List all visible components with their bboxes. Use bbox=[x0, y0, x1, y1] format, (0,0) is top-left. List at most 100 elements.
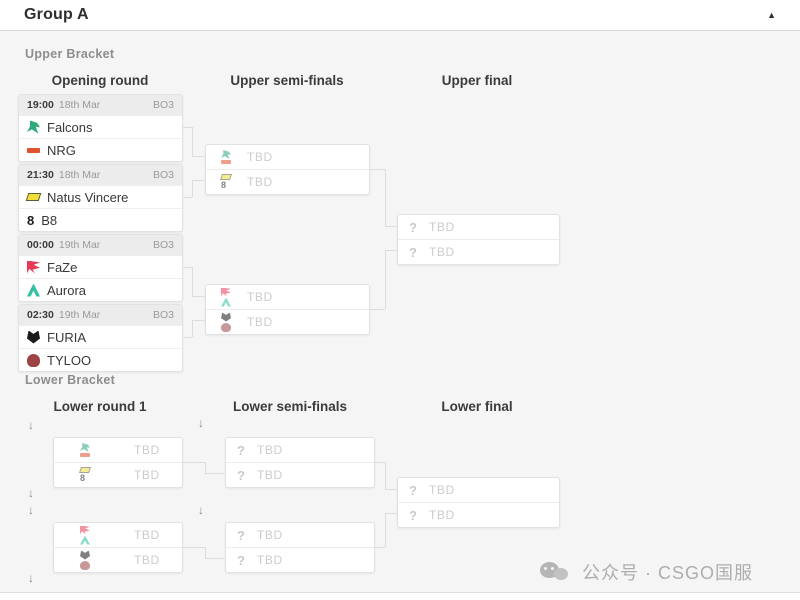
team-row: Aurora bbox=[19, 278, 182, 301]
candidate-icons bbox=[74, 443, 96, 457]
match-time: 19:00 bbox=[27, 99, 54, 111]
match-card-opening-1[interactable]: 19:00 18th Mar BO3 Falcons NRG bbox=[18, 94, 183, 162]
match-card-lower-semi-1[interactable]: ? TBD ? TBD bbox=[225, 437, 375, 488]
match-card-opening-2[interactable]: 21:30 18th Mar BO3 Natus Vincere 8 B8 bbox=[18, 164, 183, 232]
connector-line bbox=[375, 547, 385, 548]
falcons-logo bbox=[27, 120, 40, 134]
connector-line bbox=[385, 513, 386, 547]
match-date: 19th Mar bbox=[58, 309, 101, 321]
team-row: TYLOO bbox=[19, 348, 182, 371]
connector-line bbox=[192, 180, 205, 181]
connector-line bbox=[192, 320, 205, 321]
tbd-slot: 8 TBD bbox=[54, 462, 182, 487]
connector-line bbox=[192, 267, 193, 296]
team-row: 8 B8 bbox=[19, 208, 182, 231]
match-card-upper-semi-2[interactable]: TBD TBD bbox=[205, 284, 370, 335]
watermark: 公众号 · CSGO国服 bbox=[540, 559, 753, 585]
column-header-lower-round-1: Lower round 1 bbox=[53, 399, 147, 414]
candidate-icons: 8 bbox=[215, 174, 237, 190]
question-icon: ? bbox=[237, 527, 245, 543]
tbd-slot: TBD bbox=[206, 145, 369, 169]
match-card-lower-semi-2[interactable]: ? TBD ? TBD bbox=[225, 522, 375, 573]
b8-logo: 8 bbox=[27, 212, 35, 228]
match-time: 21:30 bbox=[27, 169, 54, 181]
watermark-text: 公众号 · CSGO国服 bbox=[582, 563, 754, 583]
tbd-label: TBD bbox=[429, 220, 455, 234]
tbd-label: TBD bbox=[134, 528, 160, 542]
drop-arrow-icon: ↓ bbox=[28, 503, 34, 517]
tbd-slot: TBD bbox=[54, 438, 182, 462]
connector-line bbox=[385, 226, 397, 227]
connector-line bbox=[183, 197, 192, 198]
connector-line bbox=[183, 462, 205, 463]
nrg-logo-faded bbox=[80, 453, 90, 457]
tbd-label: TBD bbox=[257, 468, 283, 482]
match-format: BO3 bbox=[152, 239, 174, 251]
match-card-opening-3[interactable]: 00:00 19th Mar BO3 FaZe Aurora bbox=[18, 234, 183, 302]
question-icon: ? bbox=[409, 244, 417, 260]
drop-arrow-icon: ↓ bbox=[198, 416, 204, 430]
match-format: BO3 bbox=[152, 99, 174, 111]
collapse-icon[interactable]: ▲ bbox=[767, 10, 776, 20]
tbd-slot: TBD bbox=[54, 547, 182, 572]
question-icon: ? bbox=[237, 552, 245, 568]
drop-arrow-icon: ↓ bbox=[198, 503, 204, 517]
tbd-label: TBD bbox=[247, 175, 273, 189]
team-name: Falcons bbox=[47, 119, 93, 135]
faze-logo bbox=[27, 260, 40, 274]
match-card-lower-round1-2[interactable]: TBD TBD bbox=[53, 522, 183, 573]
connector-line bbox=[192, 320, 193, 337]
connector-line bbox=[385, 169, 386, 226]
match-header: 00:00 19th Mar BO3 bbox=[19, 235, 182, 255]
wechat-icon bbox=[540, 560, 573, 584]
connector-line bbox=[183, 127, 192, 128]
natus-vincere-logo-faded bbox=[79, 467, 91, 473]
connector-line bbox=[370, 169, 385, 170]
drop-arrow-icon: ↓ bbox=[28, 486, 34, 500]
team-row: NRG bbox=[19, 138, 182, 161]
column-header-upper-semi-finals: Upper semi-finals bbox=[230, 73, 344, 88]
tbd-label: TBD bbox=[429, 508, 455, 522]
candidate-icons bbox=[215, 150, 237, 164]
team-name: TYLOO bbox=[47, 352, 92, 368]
tyloo-logo-faded bbox=[221, 322, 231, 332]
faze-logo-faded bbox=[221, 287, 231, 297]
connector-line bbox=[385, 489, 397, 490]
connector-line bbox=[205, 547, 206, 558]
column-header-opening-round: Opening round bbox=[51, 73, 149, 88]
team-row: FURIA bbox=[19, 325, 182, 348]
candidate-icons bbox=[215, 287, 237, 307]
match-header: 19:00 18th Mar BO3 bbox=[19, 95, 182, 115]
tbd-label: TBD bbox=[247, 315, 273, 329]
match-card-upper-final[interactable]: ? TBD ? TBD bbox=[397, 214, 560, 265]
aurora-logo bbox=[27, 283, 40, 297]
connector-line bbox=[385, 462, 386, 489]
tbd-slot: ? TBD bbox=[226, 462, 374, 487]
tbd-slot: 8 TBD bbox=[206, 169, 369, 194]
match-card-lower-round1-1[interactable]: TBD 8 TBD bbox=[53, 437, 183, 488]
match-card-opening-4[interactable]: 02:30 19th Mar BO3 FURIA TYLOO bbox=[18, 304, 183, 372]
team-name: Natus Vincere bbox=[47, 189, 129, 205]
tbd-label: TBD bbox=[257, 528, 283, 542]
match-time: 02:30 bbox=[27, 309, 54, 321]
candidate-icons bbox=[215, 312, 237, 332]
tyloo-logo-faded bbox=[80, 560, 90, 570]
connector-line bbox=[192, 127, 193, 156]
tbd-slot: ? TBD bbox=[226, 547, 374, 572]
team-name: B8 bbox=[41, 212, 58, 228]
match-card-lower-final[interactable]: ? TBD ? TBD bbox=[397, 477, 560, 528]
tbd-slot: ? TBD bbox=[398, 502, 559, 527]
column-header-lower-final: Lower final bbox=[441, 399, 513, 414]
lower-bracket-label: Lower Bracket bbox=[25, 373, 116, 387]
tbd-slot: TBD bbox=[206, 285, 369, 309]
group-header-bar[interactable]: Group A ▲ bbox=[0, 0, 800, 31]
team-row: FaZe bbox=[19, 255, 182, 278]
natus-vincere-logo bbox=[25, 193, 42, 201]
connector-line bbox=[192, 156, 205, 157]
team-name: FURIA bbox=[47, 329, 86, 345]
tbd-label: TBD bbox=[429, 483, 455, 497]
connector-line bbox=[205, 473, 225, 474]
candidate-icons: 8 bbox=[74, 467, 96, 483]
tbd-label: TBD bbox=[134, 468, 160, 482]
match-card-upper-semi-1[interactable]: TBD 8 TBD bbox=[205, 144, 370, 195]
